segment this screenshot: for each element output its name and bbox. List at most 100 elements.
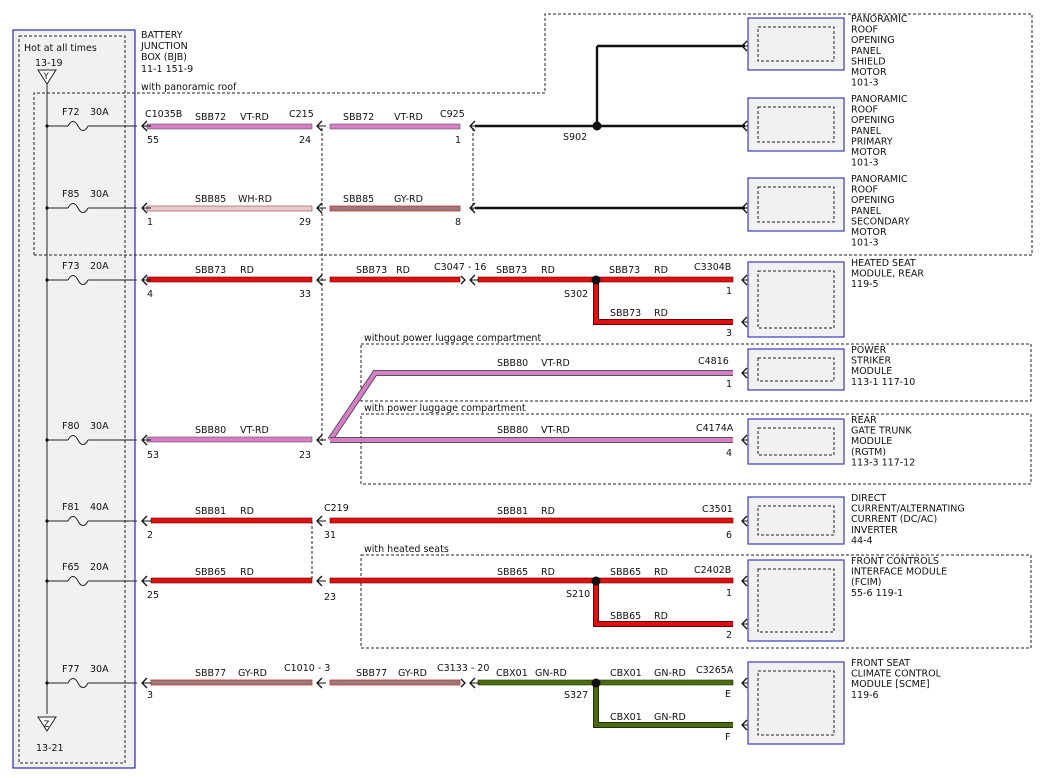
wire-r6a-circuit: SBB65 [195, 567, 226, 578]
component-label-line: 55-6 119-1 [851, 588, 903, 599]
bjb-ref: 11-1 151-9 [141, 64, 193, 75]
component-label-line: ROOF [851, 185, 878, 196]
component-label-line: MOTOR [851, 147, 887, 158]
wire-r3d-color: RD [654, 265, 668, 276]
component-label-line: INVERTER [851, 525, 898, 536]
wire-r3e-circuit: SBB73 [610, 308, 641, 319]
splice-s302-label: S302 [564, 289, 588, 300]
fuse-id: F65 [62, 562, 80, 573]
pin-1e: 1 [726, 588, 732, 599]
splice-s902-label: S902 [563, 132, 587, 143]
pin-24: 24 [299, 135, 311, 146]
fuse-id: F73 [62, 261, 80, 272]
component-label-line: GATE TRUNK [851, 426, 912, 437]
wire-r1b-color: VT-RD [394, 112, 423, 123]
wire-r6a-color: RD [240, 567, 254, 578]
wire-r3a-circuit: SBB73 [195, 265, 226, 276]
conn-c215: C215 [289, 109, 314, 120]
conn-c2402b: C2402B [694, 565, 731, 576]
component-label-line: MOTOR [851, 67, 887, 78]
bjb-top-ref: 13-19 [35, 58, 63, 69]
wire-r2b-color: GY-RD [394, 194, 423, 205]
fuse-id: F85 [62, 189, 80, 200]
row-f65: S210 SBB65 RD SBB65 RD SBB65 RD C2402B S… [147, 565, 734, 641]
bjb-title-1: BATTERY [141, 30, 183, 41]
conn-c1035b: C1035B [145, 109, 182, 120]
wire-r6b-circuit: SBB65 [497, 567, 528, 578]
component-label-line: 113-1 117-10 [851, 377, 915, 388]
panoramic-region-label: with panoramic roof [141, 82, 237, 93]
component-label-line: 101-3 [851, 78, 879, 89]
splice-s327 [591, 678, 601, 688]
fuse-amps: 20A [90, 261, 109, 272]
component-label-line: PANEL [851, 126, 882, 137]
component-label-line: PANEL [851, 206, 882, 217]
wire-r3a-color: RD [240, 265, 254, 276]
pin-6: 6 [726, 530, 732, 541]
wire-r7b-color: GY-RD [398, 668, 427, 679]
wire-r2a-color: WH-RD [238, 194, 272, 205]
conn-c1010: C1010 - 3 [284, 663, 330, 674]
component-label-line: SHIELD [851, 56, 886, 67]
wire-r7d-circuit: CBX01 [610, 668, 642, 679]
wire-r5a-circuit: SBB81 [195, 506, 226, 517]
wire-r5b-circuit: SBB81 [497, 506, 528, 517]
component-label-line: MODULE [851, 436, 892, 447]
power-luggage-region [360, 413, 1032, 485]
component-label-line: ROOF [851, 105, 878, 116]
component-label-line: REAR [851, 415, 877, 426]
component-label-line: STRIKER [851, 356, 891, 367]
component-label-line: MODULE [851, 366, 892, 377]
component-label-line: INTERFACE MODULE [851, 567, 947, 578]
bjb-bottom-node: Z [44, 720, 50, 730]
component-label-line: PRIMARY [851, 136, 893, 147]
pin-25: 25 [147, 590, 159, 601]
component-label-line: SECONDARY [851, 216, 910, 227]
heated-seats-label: with heated seats [364, 544, 449, 555]
wire-r7a-circuit: SBB77 [195, 668, 226, 679]
component-2: PANORAMICROOFOPENINGPANELPRIMARYMOTOR101… [747, 94, 908, 169]
wire-r7c-color: GN-RD [535, 668, 567, 679]
component-label-line: (FCIM) [851, 577, 882, 588]
component-label-line: OPENING [851, 115, 895, 126]
splice-s302 [591, 275, 601, 285]
power-luggage-label: with power luggage compartment [364, 403, 526, 414]
component-label-line: PANORAMIC [851, 94, 908, 105]
pin-3b: 3 [147, 690, 153, 701]
component-label-line: HEATED SEAT [851, 258, 916, 269]
splice-s210 [591, 576, 601, 586]
pin-2b: 2 [726, 630, 732, 641]
inline-connector-arrow [460, 678, 466, 688]
wire-r6d-color: RD [654, 611, 668, 622]
splice-s210-label: S210 [566, 589, 590, 600]
wire-r7b-circuit: SBB77 [356, 668, 387, 679]
no-power-luggage-region [360, 343, 1032, 402]
wire-r3b-circuit: SBB73 [356, 265, 387, 276]
component-boxes: PANORAMICROOFOPENINGPANELSHIELDMOTOR101-… [747, 14, 965, 745]
row-f73: S302 SBB73 RD SBB73 RD C3047 - 16 SBB73 … [146, 262, 734, 339]
wire-r4a-circuit: SBB80 [195, 425, 226, 436]
component-label-line: MODULE [SCME] [851, 679, 930, 690]
panoramic-roof-region [33, 13, 1033, 256]
conn-c219: C219 [324, 503, 349, 514]
row-f72: S902 C1035B SBB72 VT-RD C215 SBB72 VT-RD… [145, 44, 745, 146]
pin-29: 29 [299, 217, 311, 228]
row-f81: SBB81 RD C219 SBB81 RD C3501 2 31 6 [147, 503, 734, 541]
pin-3a: 3 [726, 328, 732, 339]
component-label-line: ROOF [851, 25, 878, 36]
conn-c3133: C3133 - 20 [437, 663, 489, 674]
bjb-title-2: JUNCTION [140, 41, 188, 52]
component-label-line: 113-3 117-12 [851, 457, 915, 468]
wire-r1a-circuit: SBB72 [195, 112, 226, 123]
component-label-line: 119-5 [851, 279, 879, 290]
pin-4: 4 [147, 289, 153, 300]
conn-c3304b: C3304B [694, 262, 731, 273]
